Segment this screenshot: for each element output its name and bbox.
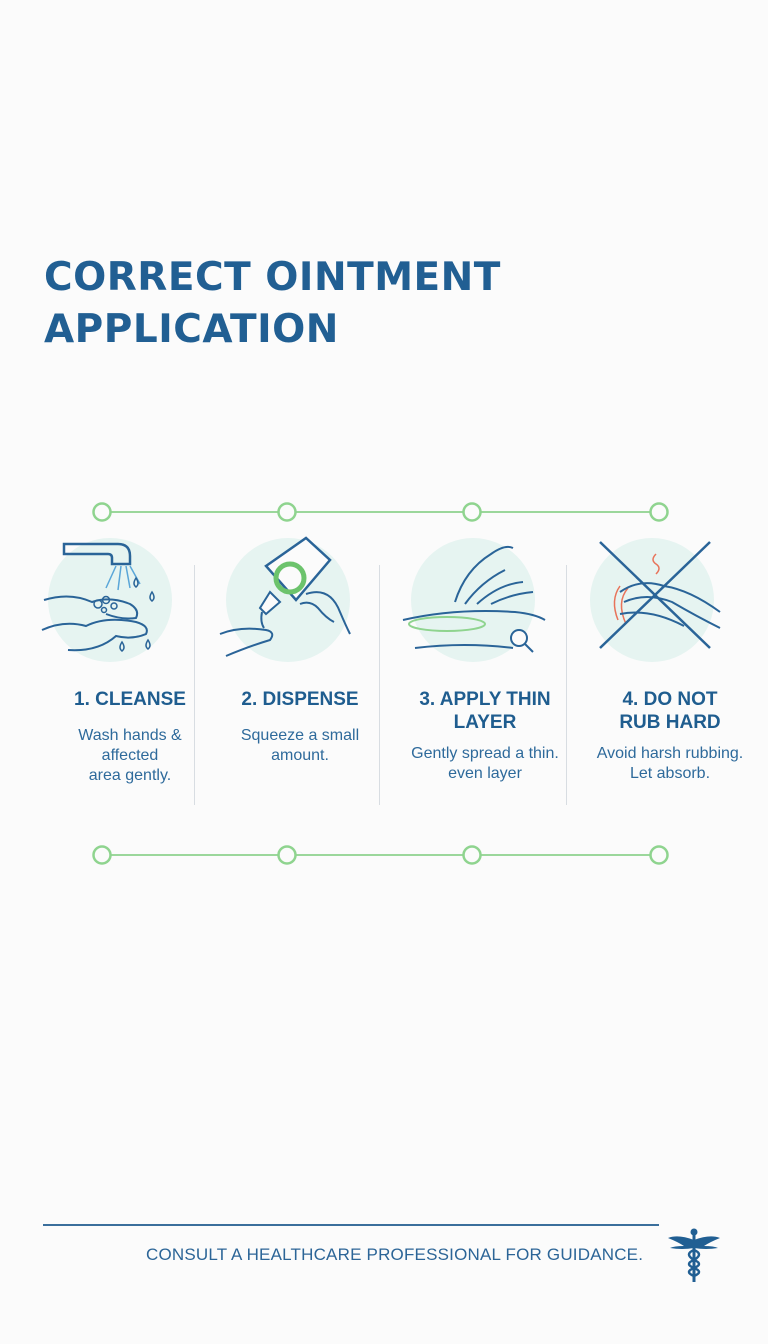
- title-line-2: APPLICATION: [44, 307, 339, 352]
- step-description: Gently spread a thin. even layer: [411, 745, 559, 782]
- step-divider: [379, 565, 380, 805]
- timeline-top: [92, 502, 669, 522]
- steps-row: 1. CLEANSE Wash hands & affected area ge…: [40, 530, 743, 810]
- timeline-node: [277, 845, 297, 865]
- step-title: 4. DO NOT RUB HARD: [619, 689, 721, 733]
- timeline-node: [92, 502, 112, 522]
- no-rubbing-icon: [590, 538, 721, 662]
- footer-divider: [43, 1224, 659, 1226]
- timeline-node: [462, 845, 482, 865]
- timeline-node: [277, 502, 297, 522]
- ointment-tube-icon: [219, 536, 351, 662]
- step-dispense: 2. DISPENSE Squeeze a small amount.: [210, 530, 390, 810]
- timeline-node: [462, 502, 482, 522]
- caduceus-icon: [668, 1228, 720, 1282]
- page-title: CORRECT OINTMENT APPLICATION: [44, 252, 501, 356]
- timeline-node: [92, 845, 112, 865]
- footer-disclaimer: CONSULT A HEALTHCARE PROFESSIONAL FOR GU…: [146, 1245, 644, 1264]
- step-description: Avoid harsh rubbing. Let absorb.: [596, 745, 744, 782]
- step-apply-thin-layer: 3. APPLY THIN LAYER Gently spread a thin…: [395, 530, 575, 810]
- spreading-hand-icon: [402, 538, 546, 662]
- step-do-not-rub-hard: 4. DO NOT RUB HARD Avoid harsh rubbing. …: [580, 530, 760, 810]
- step-divider: [566, 565, 567, 805]
- step-description: Squeeze a small amount.: [240, 727, 360, 764]
- step-divider: [194, 565, 195, 805]
- timeline-bottom: [92, 845, 669, 865]
- step-description: Wash hands & affected area gently.: [78, 727, 182, 784]
- title-line-1: CORRECT OINTMENT: [44, 255, 501, 300]
- step-title: 1. CLEANSE: [74, 689, 186, 710]
- step-cleanse: 1. CLEANSE Wash hands & affected area ge…: [40, 530, 220, 810]
- timeline-node: [649, 845, 669, 865]
- step-title: 2. DISPENSE: [241, 689, 359, 710]
- hand-washing-icon: [41, 538, 172, 662]
- timeline-node: [649, 502, 669, 522]
- step-title: 3. APPLY THIN LAYER: [419, 689, 551, 733]
